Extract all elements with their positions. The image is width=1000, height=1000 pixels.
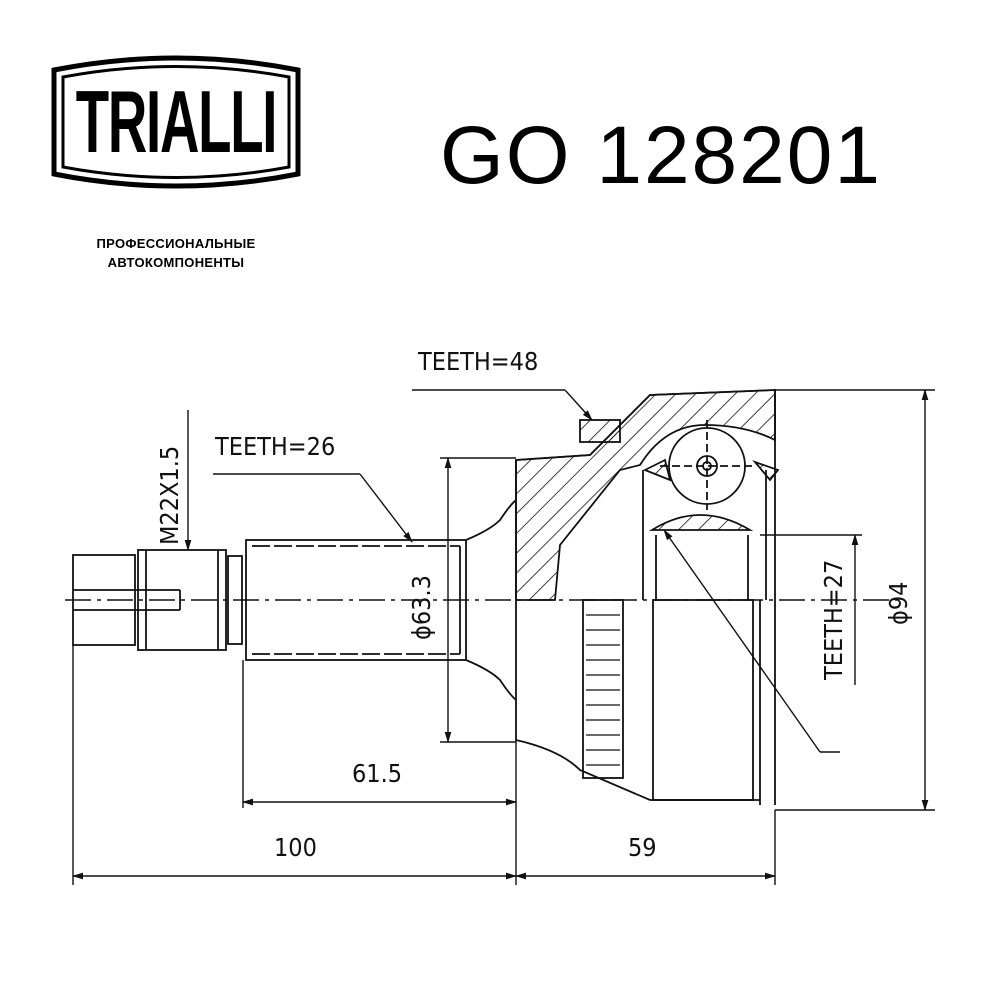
label-length-59: 59 [628,833,657,862]
logo-text: TRIALLI [75,72,278,171]
trialli-logo: TRIALLI [50,52,302,192]
technical-drawing: TEETH=48 TEETH=26 M22X1.5 ϕ63.3 TEETH=27… [0,300,1000,920]
label-teeth-26: TEETH=26 [214,432,335,461]
label-teeth-27: TEETH=27 [819,560,848,681]
label-shaft-diameter: ϕ63.3 [407,575,436,640]
cv-joint-drawing: TEETH=48 TEETH=26 M22X1.5 ϕ63.3 TEETH=27… [65,347,935,885]
label-length-61-5: 61.5 [352,759,402,788]
label-thread: M22X1.5 [155,446,184,545]
tagline-line-2: АВТОКОМПОНЕНТЫ [107,255,245,270]
label-teeth-48: TEETH=48 [417,347,538,376]
label-length-100: 100 [274,833,317,862]
brand-tagline: ПРОФЕССИОНАЛЬНЫЕ АВТОКОМПОНЕНТЫ [60,234,292,272]
tagline-line-1: ПРОФЕССИОНАЛЬНЫЕ [96,236,256,251]
label-outer-diameter: ϕ94 [884,582,913,625]
logo-badge-outline [51,55,301,189]
part-number: GO 128201 [440,110,882,201]
